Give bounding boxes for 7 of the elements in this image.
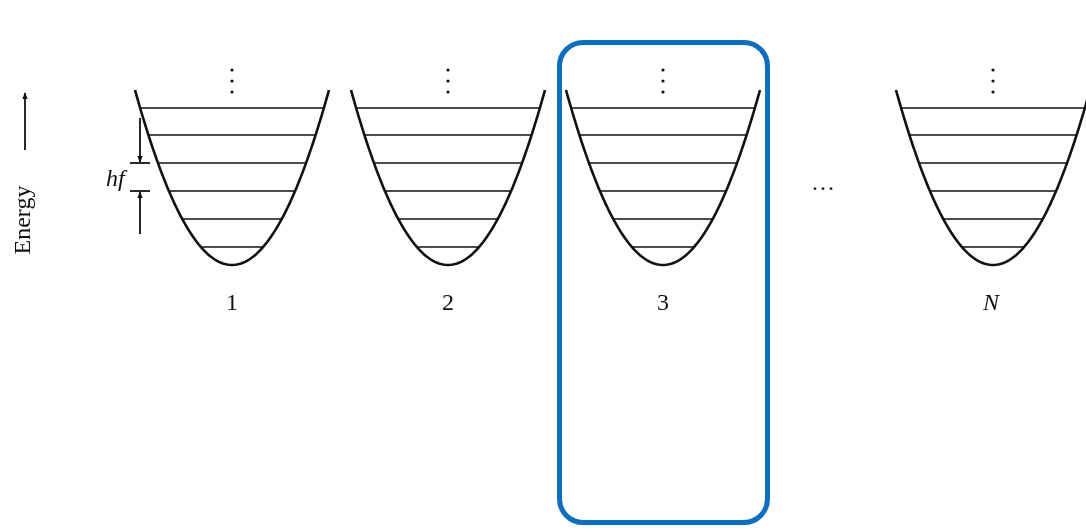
oscillator-number: N [983,290,999,314]
oscillator-number: 3 [657,290,669,314]
highlight-frame [557,40,770,525]
oscillator-number: 2 [442,290,454,314]
axis-label: Energy [10,185,35,255]
oscillator-number: 1 [226,290,238,314]
ellipsis-mark: … [811,170,835,194]
